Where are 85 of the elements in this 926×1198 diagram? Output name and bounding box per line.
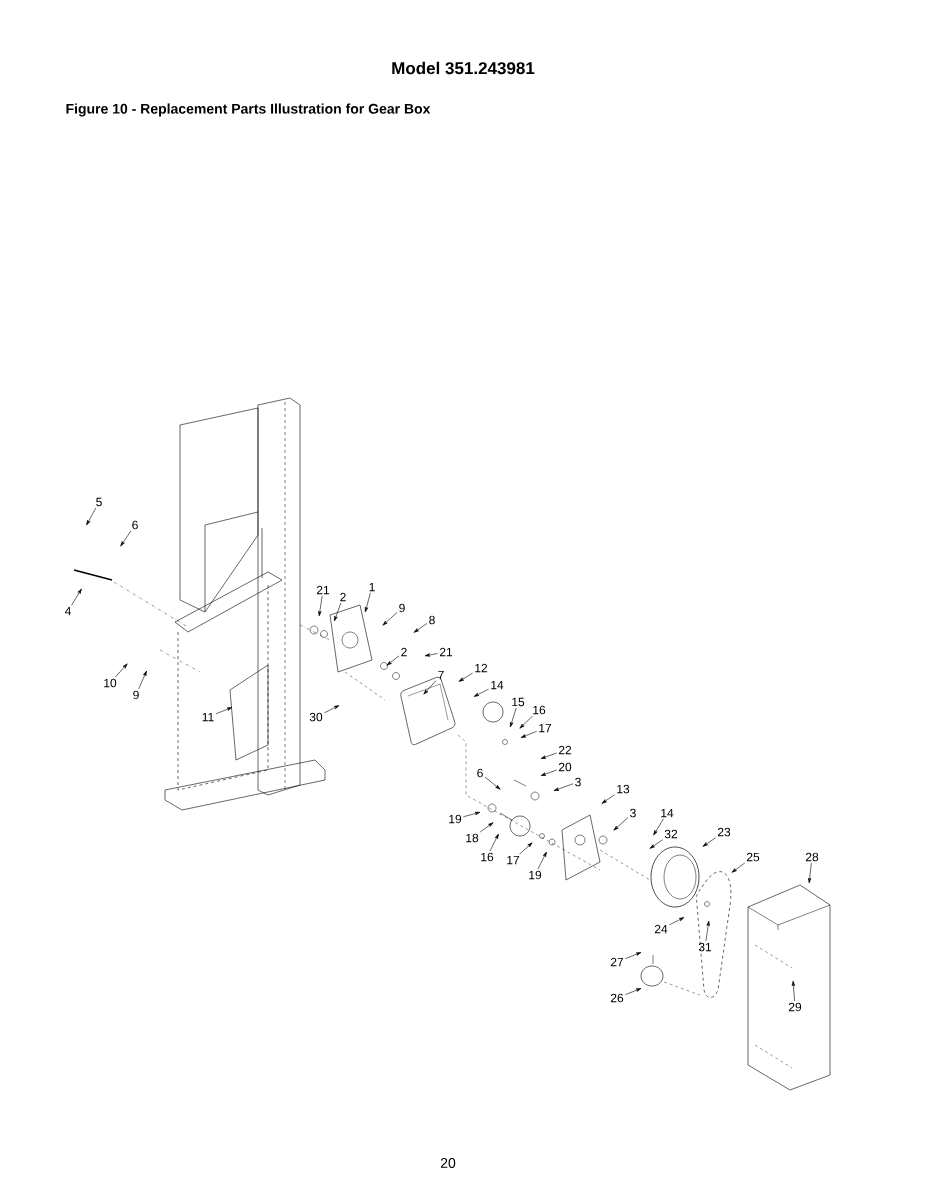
callout-number: 8	[429, 615, 435, 625]
callout-number: 12	[475, 663, 488, 673]
callout-number: 17	[539, 723, 552, 733]
callout-number: 1	[369, 582, 375, 592]
leader-line	[519, 842, 533, 855]
leader-line	[553, 783, 574, 791]
leader-line	[613, 817, 629, 831]
leader-line	[324, 705, 340, 714]
callout-number: 23	[717, 827, 731, 837]
leader-line	[386, 655, 400, 666]
callout-number: 9	[133, 690, 139, 700]
leader-line	[649, 839, 663, 849]
callout-number: 11	[202, 712, 214, 722]
leader-line	[601, 794, 615, 804]
leader-line	[115, 663, 128, 678]
leader-line	[484, 776, 501, 790]
leader-line	[653, 818, 664, 836]
callout-number: 22	[558, 745, 572, 755]
callout-number: 26	[610, 993, 624, 1003]
leader-line	[540, 752, 557, 759]
leader-line	[334, 602, 342, 622]
leader-line	[138, 670, 147, 690]
callout-number: 30	[309, 712, 323, 722]
leader-line	[71, 588, 82, 606]
leader-line	[382, 612, 398, 626]
callout-number: 17	[507, 855, 520, 865]
callout-number: 20	[558, 762, 572, 772]
leader-line	[458, 672, 473, 682]
callout-number: 16	[533, 705, 546, 715]
leader-line	[463, 811, 481, 818]
leader-line	[215, 707, 233, 715]
leader-line	[625, 988, 642, 995]
leader-line	[808, 862, 812, 884]
leader-line	[120, 530, 132, 547]
leader-line	[510, 707, 517, 728]
leader-line	[473, 688, 489, 697]
callout-number: 9	[399, 603, 405, 613]
callout-number: 2	[340, 592, 346, 602]
leader-line	[423, 680, 437, 695]
leader-line	[520, 731, 537, 738]
callout-number: 31	[698, 942, 712, 952]
leader-line	[731, 862, 746, 873]
leader-line	[413, 623, 428, 633]
leader-line	[705, 920, 710, 942]
leader-line	[540, 769, 557, 776]
callout-number: 2	[401, 647, 407, 657]
callout-number: 28	[805, 852, 819, 862]
leader-line	[479, 822, 494, 833]
callout-number: 3	[575, 777, 581, 787]
leader-line	[669, 917, 685, 926]
callout-number: 14	[661, 808, 674, 818]
callout-number: 24	[654, 924, 668, 934]
leader-line	[364, 592, 371, 613]
leader-line	[424, 653, 438, 657]
callout-number: 25	[746, 852, 760, 862]
figure-heading: Figure 10 - Replacement Parts Illustration for Gear Box	[66, 103, 431, 117]
leader-line	[537, 851, 547, 870]
leader-line	[625, 952, 642, 959]
callout-number: 6	[477, 768, 483, 778]
callout-number: 32	[664, 829, 678, 839]
callout-number: 7	[438, 670, 444, 680]
callout-number: 29	[788, 1002, 802, 1012]
page-title: Model 351.243981	[392, 61, 535, 75]
callout-number: 21	[316, 585, 330, 595]
callout-number: 6	[132, 520, 138, 530]
leader-line	[318, 595, 323, 617]
leader-line	[86, 507, 97, 526]
callout-number: 16	[481, 852, 494, 862]
leader-line	[489, 833, 499, 852]
callout-number: 13	[617, 784, 630, 794]
callout-number: 10	[104, 678, 117, 688]
leader-line	[519, 715, 534, 729]
callout-number: 5	[96, 497, 102, 507]
callout-number: 14	[491, 680, 504, 690]
callout-number: 15	[512, 697, 525, 707]
callout-number: 19	[529, 870, 542, 880]
callout-number: 3	[630, 808, 636, 818]
leader-line	[791, 980, 796, 1002]
leader-line	[702, 837, 716, 847]
callout-number: 21	[439, 647, 453, 657]
page-number: 20	[440, 1158, 456, 1168]
callout-number: 27	[610, 957, 624, 967]
callout-number: 4	[64, 606, 71, 616]
callout-number: 18	[466, 833, 479, 843]
callout-number: 19	[449, 814, 462, 824]
